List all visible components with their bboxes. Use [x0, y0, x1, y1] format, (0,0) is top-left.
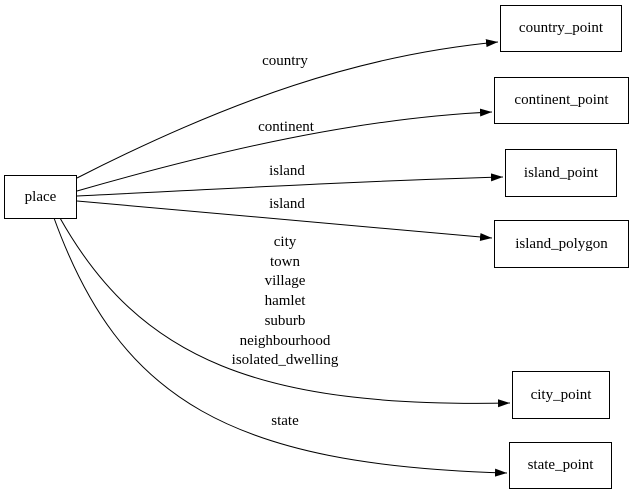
node-state-point: state_point [509, 442, 612, 489]
edge-label-island: island [269, 196, 305, 213]
edge-label-city-group: city town village hamlet suburb neighbou… [232, 233, 339, 371]
edge-label-isolated-dwelling: isolated_dwelling [231, 352, 339, 369]
edge-label-country: country [262, 53, 308, 70]
node-island-point: island_point [505, 149, 617, 197]
edge-place-continent_point [76, 108, 493, 192]
node-label: state_point [527, 457, 594, 473]
node-label: island_point [523, 164, 599, 181]
edge-label-suburb: suburb [264, 312, 306, 329]
edge-label-city: city [273, 234, 297, 250]
node-island-polygon: island_polygon [494, 220, 629, 268]
node-continent-point: continent_point [494, 77, 629, 124]
edge-label-neighbourhood: neighbourhood [239, 332, 331, 349]
node-label: island_polygon [515, 235, 608, 252]
node-label: city_point [530, 386, 592, 403]
node-place: place [4, 175, 77, 219]
edge-label-hamlet: hamlet [264, 293, 306, 310]
edge-label-state: state [271, 413, 299, 430]
edge-label-continent: continent [258, 119, 314, 136]
edge-label-village: village [264, 273, 306, 290]
node-label: country_point [518, 20, 604, 36]
edge-label-island: island [269, 163, 305, 180]
edge-place-state_point [53, 217, 508, 477]
node-country-point: country_point [500, 5, 622, 52]
node-city-point: city_point [512, 371, 610, 419]
edge-place-island_point [76, 173, 504, 197]
node-label: place [24, 188, 57, 205]
edge-place-city_point [59, 217, 511, 408]
edge-place-country_point [76, 39, 499, 179]
node-label: continent_point [514, 92, 609, 108]
edge-label-town: town [270, 253, 300, 270]
edge-place-island_polygon [76, 200, 493, 241]
